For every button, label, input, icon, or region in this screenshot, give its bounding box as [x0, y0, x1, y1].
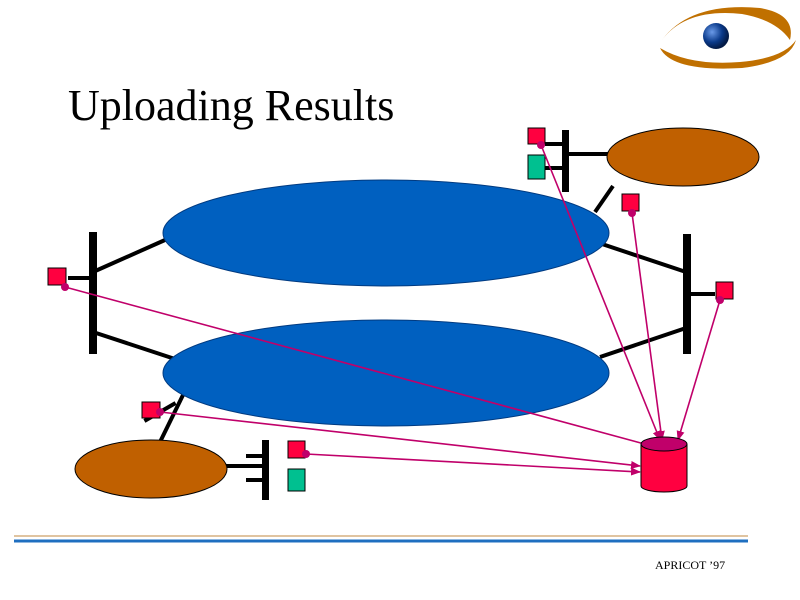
footer-label: APRICOT ’97 — [655, 558, 726, 572]
router-right-stub — [687, 292, 715, 296]
router-bottom-left — [262, 440, 269, 500]
link-top-host — [593, 184, 615, 214]
arrow-from-top — [540, 144, 661, 441]
monitor-nodes — [47, 127, 734, 492]
apricot-logo-icon — [660, 7, 796, 69]
monitor-node-right — [715, 281, 734, 300]
router-top-right — [562, 130, 569, 192]
database-icon — [640, 436, 688, 493]
arrow-from-top-host — [631, 212, 665, 441]
monitor-node-top-green — [527, 154, 546, 180]
upload-arrows — [64, 144, 721, 476]
link-right-bottom — [599, 326, 687, 359]
router-bottom-left-stub-1 — [246, 454, 266, 458]
slide-title: Uploading Results — [68, 81, 395, 130]
monitor-node-top-host — [621, 193, 640, 212]
monitor-node-top-red — [527, 127, 546, 145]
link-bottom-host — [158, 394, 185, 443]
arrow-from-right — [676, 299, 721, 441]
link-left-bottom — [92, 330, 179, 362]
link-left-top — [92, 238, 166, 274]
host-bottom-left — [74, 439, 228, 499]
router-top-right-stub-2 — [545, 166, 565, 170]
arrow-from-left — [64, 286, 653, 448]
monitor-node-bottom-red — [287, 440, 306, 459]
network-cloud-top — [162, 179, 610, 287]
monitor-node-left — [47, 267, 67, 286]
router-left — [89, 232, 97, 354]
arrow-from-bottom — [159, 411, 641, 469]
network-cloud-bottom — [162, 319, 610, 427]
router-bottom-left-stub-2 — [246, 478, 266, 482]
routers — [68, 130, 715, 500]
monitor-node-bottom-green — [287, 468, 306, 492]
router-top-right-stub-1 — [545, 142, 565, 146]
arrow-from-bottom-host — [305, 453, 641, 476]
host-top-right — [606, 127, 760, 187]
arrow-origin-dots — [61, 141, 724, 458]
router-left-stub — [68, 276, 93, 280]
